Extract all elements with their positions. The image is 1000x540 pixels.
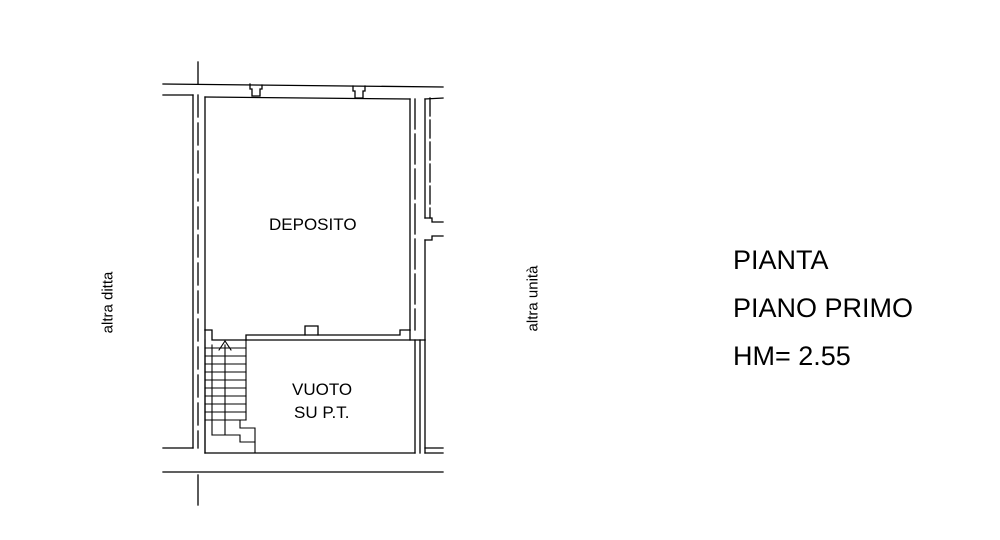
top-wall-pilasters <box>249 83 366 99</box>
left-wall <box>192 61 206 506</box>
title-line-piano: PIANO PRIMO <box>733 293 914 323</box>
title-line-pianta: PIANTA <box>733 245 829 275</box>
room-label-vuoto: VUOTO <box>292 380 353 399</box>
staircase <box>204 339 256 454</box>
neighbor-label-left: altra ditta <box>99 271 117 334</box>
bottom-boundary-wall <box>162 447 444 473</box>
top-boundary-wall <box>162 83 444 100</box>
room-label-deposito: DEPOSITO <box>269 215 357 234</box>
right-wall <box>409 97 444 341</box>
room-label-vuoto-sub: SU P.T. <box>294 403 350 422</box>
deposito-bottom-wall <box>204 325 426 341</box>
plan-title-block: PIANTA PIANO PRIMO HM= 2.55 <box>733 236 913 380</box>
neighbor-label-right: altra unità <box>524 265 542 332</box>
vuoto-right-wall <box>414 339 444 454</box>
title-line-height: HM= 2.55 <box>733 341 851 371</box>
